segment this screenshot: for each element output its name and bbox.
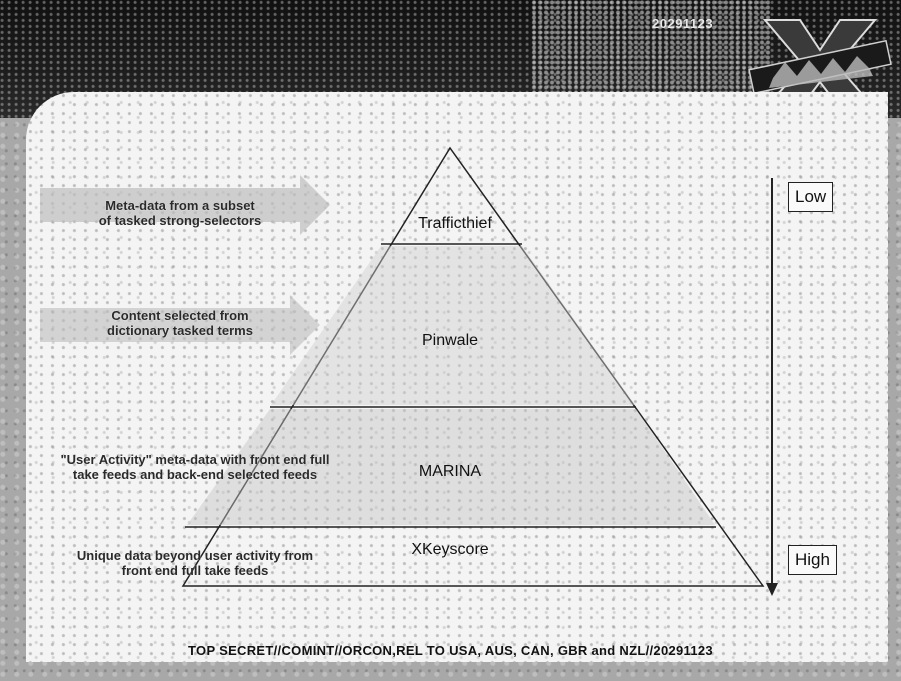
band-pinwale xyxy=(271,246,635,405)
content-panel xyxy=(26,92,888,662)
level-label-marina: MARINA xyxy=(418,463,482,480)
annotation-trafficthief-line-2: of tasked strong-selectors xyxy=(98,213,262,228)
annotation-arrow-pinwale xyxy=(40,295,320,355)
annotation-trafficthief-line-1: Meta-data from a subset xyxy=(105,198,255,213)
annotation-xkeyscore-line-1: Unique data beyond user activity from xyxy=(76,548,314,563)
classification-footer: TOP SECRET//COMINT//ORCON,REL TO USA, AU… xyxy=(188,643,713,658)
scale-high-label: High xyxy=(788,545,837,575)
annotation-marina: "User Activity" meta-data with front end… xyxy=(20,452,370,482)
level-label-pinwale: Pinwale xyxy=(421,332,479,349)
annotation-pinwale-line-2: dictionary tasked terms xyxy=(107,323,253,338)
annotation-marina-line-1: "User Activity" meta-data with front end… xyxy=(60,452,330,467)
band-marina xyxy=(187,409,715,525)
level-label-trafficthief: Trafficthief xyxy=(418,215,492,232)
pyramid-outline xyxy=(181,146,765,587)
annotation-marina-line-2: take feeds and back-end selected feeds xyxy=(72,467,318,482)
annotation-arrow-traffic xyxy=(40,175,330,235)
scale-arrow-head xyxy=(766,583,778,596)
annotation-xkeyscore: Unique data beyond user activity from fr… xyxy=(35,548,355,578)
annotation-xkeyscore-line-2: front end full take feeds xyxy=(121,563,269,578)
annotation-trafficthief: Meta-data from a subset of tasked strong… xyxy=(55,198,305,228)
scale-low-label: Low xyxy=(788,182,834,212)
level-label-xkeyscore: XKeyscore xyxy=(411,541,489,558)
header-classification-fragment: 20291123 xyxy=(652,16,714,31)
annotation-pinwale-line-1: Content selected from xyxy=(111,308,249,323)
annotation-pinwale: Content selected from dictionary tasked … xyxy=(55,308,305,338)
